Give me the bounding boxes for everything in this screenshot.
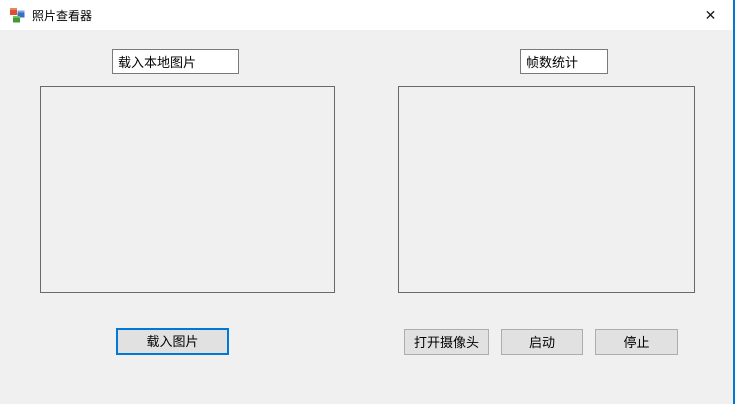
window-title: 照片查看器 [32,8,93,23]
app-icon [10,8,25,23]
title-bar[interactable]: 照片查看器 ✕ [0,0,733,30]
load-image-button[interactable]: 载入图片 [116,328,229,355]
stop-button[interactable]: 停止 [595,329,678,355]
local-image-display-panel [40,86,335,293]
start-button[interactable]: 启动 [501,329,583,355]
camera-display-panel [398,86,695,293]
open-camera-button[interactable]: 打开摄像头 [404,329,489,355]
close-button[interactable]: ✕ [688,0,733,30]
close-icon: ✕ [704,6,717,23]
frame-stats-field[interactable] [520,49,608,74]
local-image-title-field[interactable] [112,49,239,74]
